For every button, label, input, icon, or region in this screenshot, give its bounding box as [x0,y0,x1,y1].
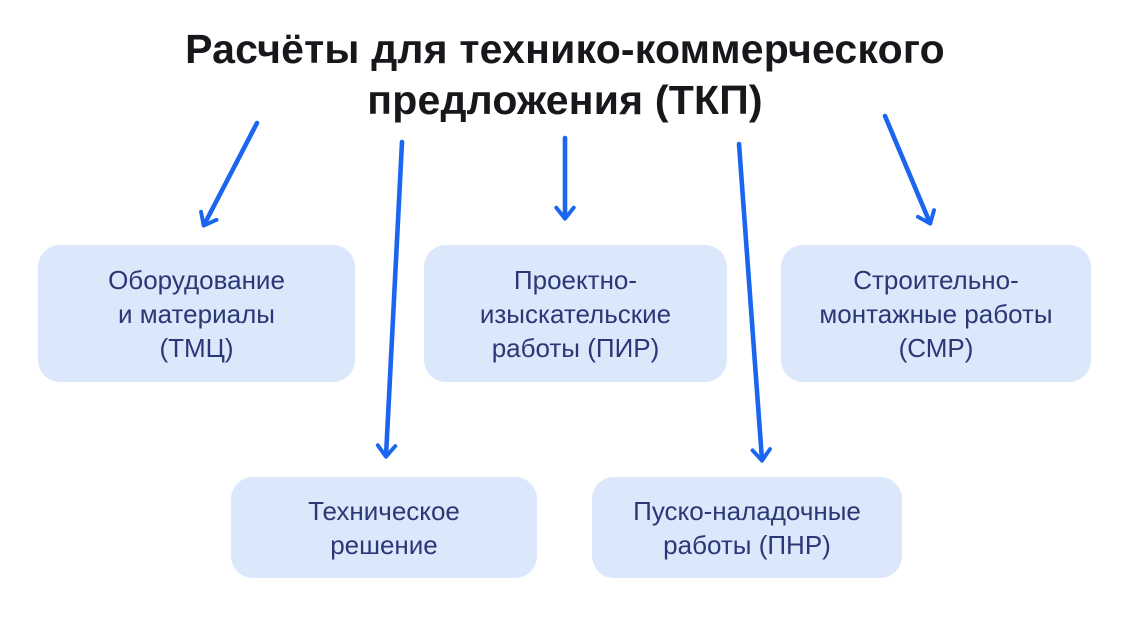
node-tmc-label: Оборудование и материалы (ТМЦ) [108,264,285,363]
node-tmc: Оборудование и материалы (ТМЦ) [38,245,355,382]
arrow-to-tmc [199,120,260,228]
node-pnr: Пуско-наладочные работы (ПНР) [592,477,902,578]
node-tech-solution: Техническое решение [231,477,537,578]
node-pir: Проектно- изыскательские работы (ПИР) [424,245,727,382]
node-tech-solution-label: Техническое решение [308,495,460,560]
arrow-to-tech-solution [375,139,405,459]
node-smr: Строительно- монтажные работы (СМР) [781,245,1091,382]
diagram-title: Расчёты для технико-коммерческого предло… [185,26,945,123]
node-smr-label: Строительно- монтажные работы (СМР) [819,264,1053,363]
node-pnr-label: Пуско-наладочные работы (ПНР) [633,495,861,560]
arrow-to-pnr [736,141,772,463]
arrow-to-smr [882,113,936,226]
node-pir-label: Проектно- изыскательские работы (ПИР) [479,264,672,363]
